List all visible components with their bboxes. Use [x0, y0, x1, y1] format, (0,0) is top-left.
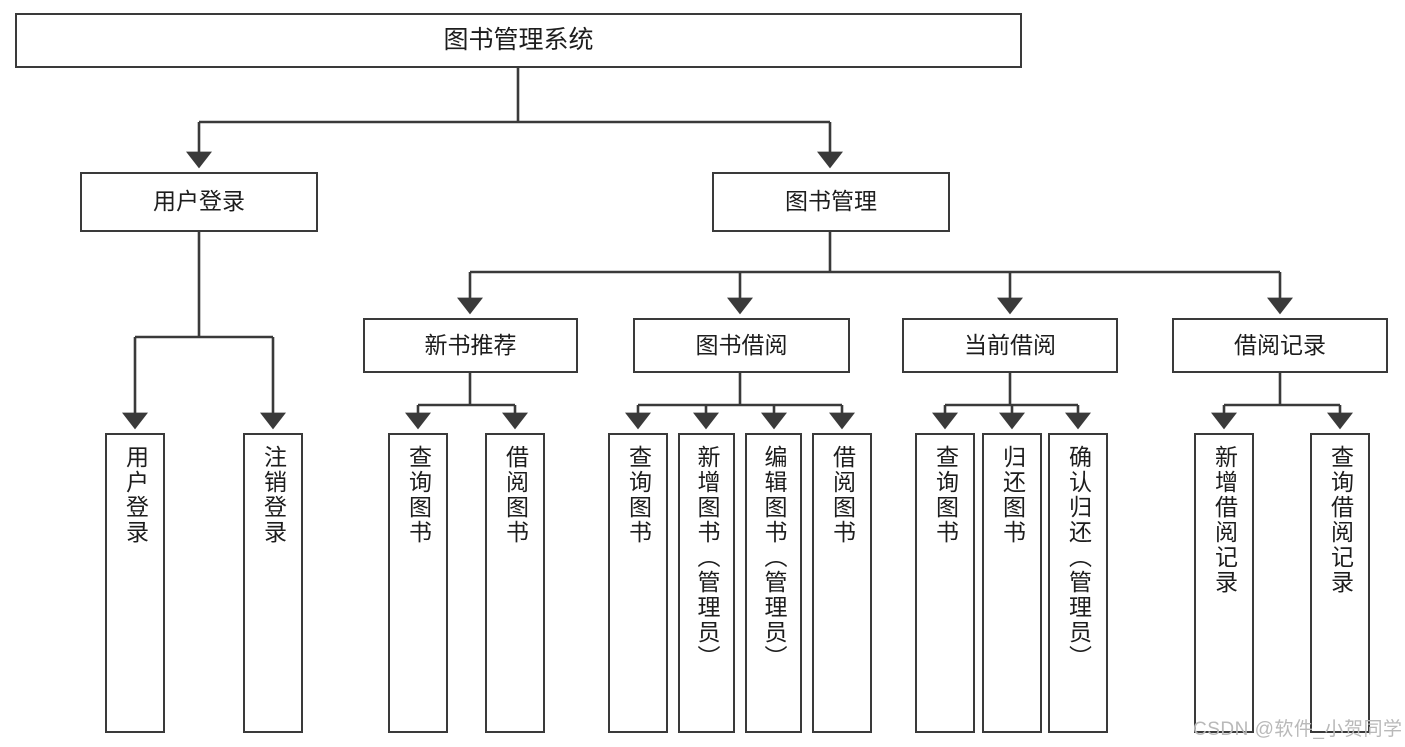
node-book-borrow-label: 图书借阅 — [695, 331, 788, 358]
node-leaf-borrow-book-rec-label: 借阅图书 — [502, 445, 529, 545]
node-borrow-record-label: 借阅记录 — [1234, 331, 1326, 358]
node-borrow-record[interactable]: 借阅记录 — [1172, 318, 1388, 373]
node-book-borrow[interactable]: 图书借阅 — [633, 318, 850, 373]
node-leaf-user-login-label: 用户登录 — [122, 445, 149, 545]
node-leaf-borrow-book[interactable]: 借阅图书 — [812, 433, 872, 733]
node-leaf-query-book-rec[interactable]: 查询图书 — [388, 433, 448, 733]
node-leaf-query-book-current[interactable]: 查询图书 — [915, 433, 975, 733]
node-leaf-borrow-book-label: 借阅图书 — [829, 445, 856, 545]
node-leaf-logout[interactable]: 注销登录 — [243, 433, 303, 733]
node-leaf-edit-book[interactable]: 编辑图书（管理员） — [745, 433, 802, 733]
node-leaf-add-record[interactable]: 新增借阅记录 — [1194, 433, 1254, 733]
csdn-watermark: CSDN @软件_小贺同学 — [1193, 719, 1403, 740]
node-leaf-query-book-rec-label: 查询图书 — [405, 445, 432, 545]
node-user-login[interactable]: 用户登录 — [80, 172, 318, 232]
node-leaf-confirm-return[interactable]: 确认归还（管理员） — [1048, 433, 1108, 733]
node-leaf-user-login[interactable]: 用户登录 — [105, 433, 165, 733]
node-leaf-query-record-label: 查询借阅记录 — [1327, 445, 1354, 595]
node-root-label: 图书管理系统 — [443, 25, 594, 54]
node-leaf-query-book-current-label: 查询图书 — [932, 445, 959, 545]
node-user-login-label: 用户登录 — [153, 188, 245, 215]
node-leaf-logout-label: 注销登录 — [260, 445, 287, 545]
node-new-book-rec[interactable]: 新书推荐 — [363, 318, 578, 373]
node-leaf-query-book-borrow-label: 查询图书 — [625, 445, 652, 545]
node-current-borrow-label: 当前借阅 — [964, 331, 1056, 358]
node-leaf-confirm-return-label: 确认归还（管理员） — [1065, 445, 1092, 670]
node-leaf-add-book[interactable]: 新增图书（管理员） — [678, 433, 735, 733]
node-leaf-return-book-label: 归还图书 — [999, 445, 1026, 545]
node-leaf-query-book-borrow[interactable]: 查询图书 — [608, 433, 668, 733]
node-leaf-add-record-label: 新增借阅记录 — [1211, 445, 1238, 595]
node-new-book-rec-label: 新书推荐 — [424, 331, 517, 358]
node-root[interactable]: 图书管理系统 — [15, 13, 1022, 68]
node-book-manage-label: 图书管理 — [785, 188, 877, 215]
node-leaf-add-book-label: 新增图书（管理员） — [694, 445, 720, 670]
node-book-manage[interactable]: 图书管理 — [712, 172, 950, 232]
node-leaf-borrow-book-rec[interactable]: 借阅图书 — [485, 433, 545, 733]
node-leaf-query-record[interactable]: 查询借阅记录 — [1310, 433, 1370, 733]
node-current-borrow[interactable]: 当前借阅 — [902, 318, 1118, 373]
node-leaf-return-book[interactable]: 归还图书 — [982, 433, 1042, 733]
node-leaf-edit-book-label: 编辑图书（管理员） — [761, 445, 787, 670]
